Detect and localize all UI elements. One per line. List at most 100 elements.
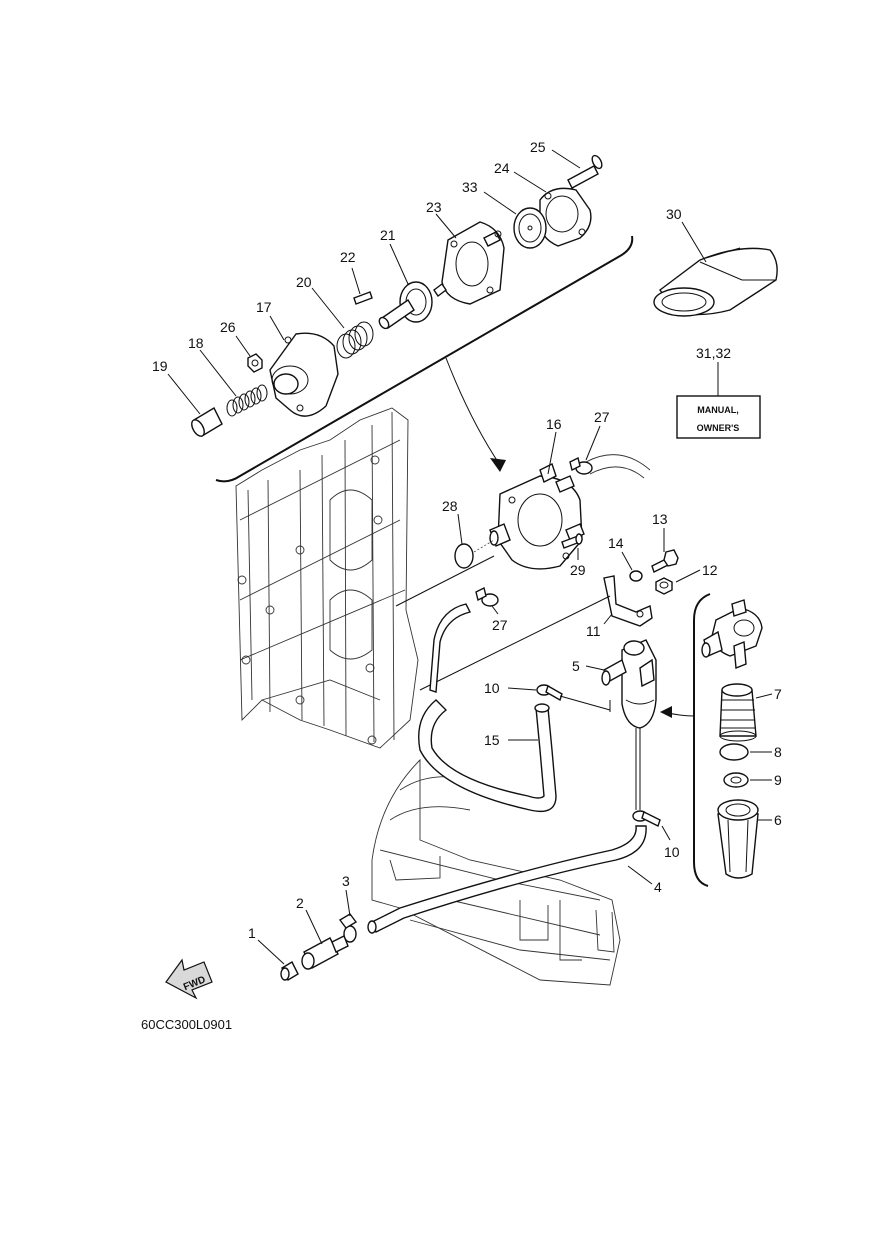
part-27-clip-lower: [475, 586, 499, 607]
part-21-plunger: [378, 281, 433, 330]
upper-group-bracket: [215, 235, 634, 483]
leader-12: [675, 569, 701, 583]
leader-19: [167, 373, 201, 415]
manual-label-line2: OWNER'S: [697, 423, 740, 433]
part-8-o-ring: [719, 743, 749, 761]
callout-21: 21: [380, 227, 396, 243]
callout-26: 26: [220, 319, 236, 335]
manual-label-line1: MANUAL,: [697, 405, 739, 415]
fwd-arrow-icon: FWD: [165, 958, 213, 1000]
leader-21: [389, 243, 409, 285]
leader-17: [269, 315, 285, 341]
part-7-filter-element: [719, 683, 757, 742]
part-1-cap: [280, 961, 299, 981]
callout-4: 4: [654, 879, 662, 895]
leader-16: [547, 431, 557, 475]
bracket-mount-line: [419, 595, 611, 691]
part-27-clip-upper: [569, 456, 593, 475]
callout-27-lower: 27: [492, 617, 508, 633]
part-17-pump-cover: [269, 332, 339, 417]
callout-27-upper: 27: [594, 409, 610, 425]
filter-group-bracket: [693, 593, 711, 887]
leader-25: [551, 149, 581, 169]
part-29-bolt: [561, 533, 583, 549]
callout-13: 13: [652, 511, 668, 527]
callout-8: 8: [774, 744, 782, 760]
leader-4: [627, 865, 653, 885]
part-30-sleeve: [653, 247, 778, 317]
callout-22: 22: [340, 249, 356, 265]
callout-15: 15: [484, 732, 500, 748]
part-11-bracket: [603, 575, 653, 627]
callout-9: 9: [774, 772, 782, 788]
part-12-nut: [655, 577, 673, 595]
leader-30: [681, 221, 707, 263]
leader-1: [257, 939, 285, 965]
leader-11: [603, 613, 613, 625]
part-22-pin: [353, 291, 373, 305]
callout-10-upper: 10: [484, 680, 500, 696]
leader-27-lower: [491, 605, 499, 615]
filter-group-arrow-head: [660, 706, 672, 718]
part-25-bolt: [567, 154, 603, 189]
leader-26: [235, 335, 251, 357]
part-16-fuel-pump: [489, 463, 585, 570]
part-28-o-ring: [454, 543, 474, 569]
part-10-clip-lower: [632, 810, 661, 827]
pump-outlet-hose-2: [589, 466, 645, 479]
filter-head-exploded: [701, 599, 763, 669]
leader-22: [351, 267, 361, 295]
part-26-nut: [247, 353, 263, 373]
part-9-float: [723, 772, 749, 788]
part-18-spring: [226, 384, 268, 417]
callout-20: 20: [296, 274, 312, 290]
lower-cowling-ghost: [371, 758, 621, 986]
part-10-clip-upper: [536, 684, 563, 702]
callout-17: 17: [256, 299, 272, 315]
part-15-hose: [418, 699, 557, 813]
owners-manual-box: [676, 395, 761, 439]
leader-18: [199, 349, 237, 397]
leader-27-upper: [585, 425, 601, 461]
part-14-washer: [629, 570, 643, 582]
callout-29: 29: [570, 562, 586, 578]
part-19-cap: [191, 407, 223, 437]
callout-3: 3: [342, 873, 350, 889]
part-33-diaphragm: [513, 207, 547, 249]
leader-3: [345, 889, 351, 917]
part-6-filter-cup: [717, 799, 759, 879]
leader-14: [621, 551, 633, 571]
callout-28: 28: [442, 498, 458, 514]
upper-group-arrow-head: [490, 458, 506, 472]
callout-2: 2: [296, 895, 304, 911]
leader-10-lower: [661, 825, 671, 841]
pump-mount-line: [395, 555, 495, 607]
callout-6: 6: [774, 812, 782, 828]
callout-31-32: 31,32: [696, 345, 731, 361]
part-2-connector: [301, 935, 349, 970]
callout-24: 24: [494, 160, 510, 176]
leader-28: [457, 513, 463, 545]
callout-14: 14: [608, 535, 624, 551]
callout-30: 30: [666, 206, 682, 222]
callout-25: 25: [530, 139, 546, 155]
part-3-clip: [338, 913, 358, 943]
callout-10-lower: 10: [664, 844, 680, 860]
callout-5: 5: [572, 658, 580, 674]
part-24-cover: [539, 187, 592, 247]
callout-18: 18: [188, 335, 204, 351]
leader-20: [311, 287, 345, 329]
engine-block-ghost: [235, 407, 419, 749]
leader-5: [585, 665, 605, 671]
callout-7: 7: [774, 686, 782, 702]
diagram-code: 60CC300L0901: [141, 1017, 232, 1032]
callout-19: 19: [152, 358, 168, 374]
leader-2: [305, 909, 323, 945]
pump-outlet-hose: [585, 454, 651, 471]
part-5-fuel-filter: [601, 639, 657, 729]
callout-16: 16: [546, 416, 562, 432]
filter-link-line: [559, 695, 611, 711]
upper-group-arrow-line: [445, 357, 501, 466]
